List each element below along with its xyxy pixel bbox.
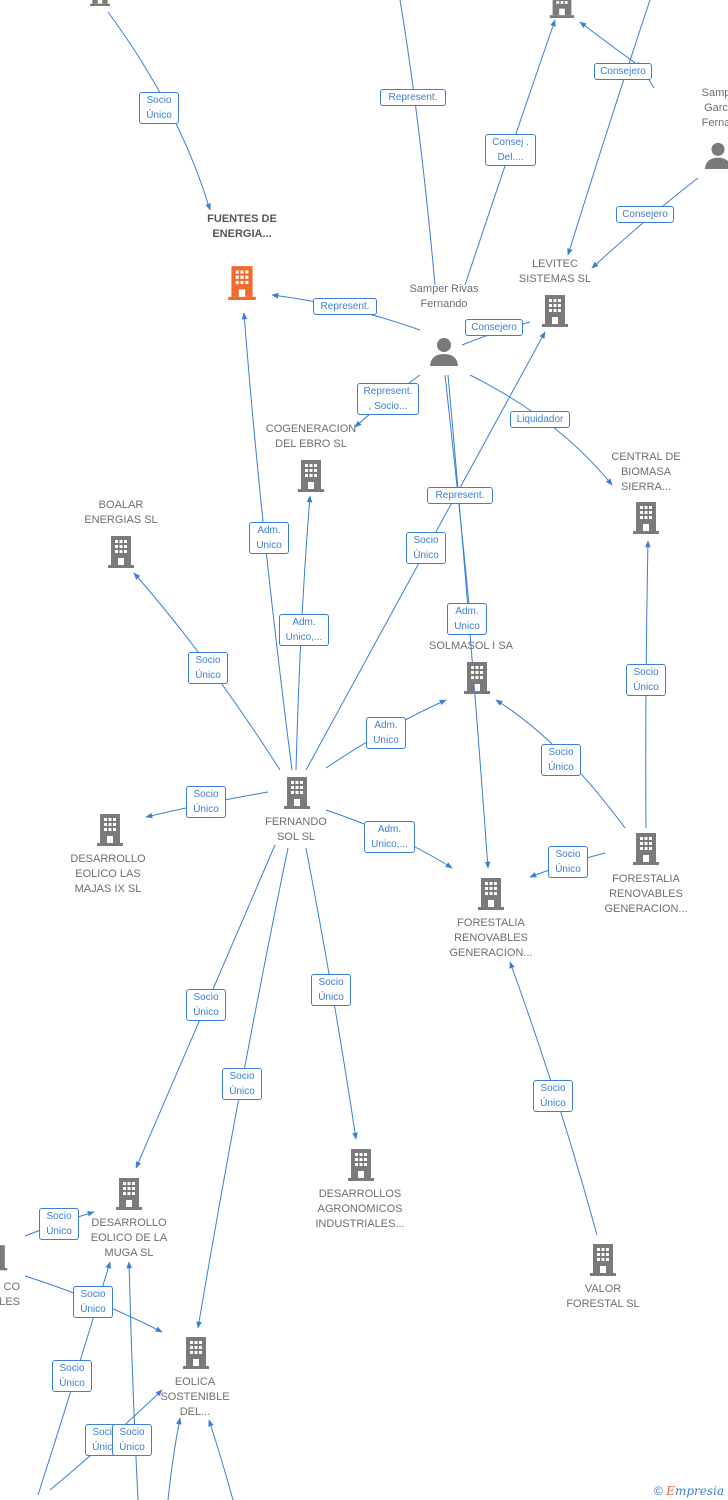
relation-label[interactable]: Consejero xyxy=(594,63,652,80)
relation-label[interactable]: Adm. Unico,... xyxy=(279,614,329,646)
copyright-symbol: © xyxy=(653,1484,663,1498)
building-icon xyxy=(284,777,310,809)
node-label: FORESTALIA RENOVABLES GENERACION... xyxy=(449,917,533,959)
relation-label[interactable]: Liquidador xyxy=(510,411,570,428)
relation-label[interactable]: Represent. xyxy=(380,89,446,106)
building-icon xyxy=(549,0,575,18)
relation-label[interactable]: Socio Único xyxy=(73,1286,113,1318)
node-label: CENTRAL DE BIOMASA SIERRA... xyxy=(611,451,681,493)
node-label: VALOR FORESTAL SL xyxy=(566,1283,640,1310)
relation-label[interactable]: Socio Único xyxy=(541,744,581,776)
relation-label[interactable]: Represent. , Socio... xyxy=(357,383,419,415)
relation-label[interactable]: Represent. xyxy=(427,487,493,504)
relation-label[interactable]: Consejero xyxy=(465,319,523,336)
node-label: CO BLES xyxy=(0,1281,20,1308)
relation-label[interactable]: Socio Único xyxy=(406,532,446,564)
building-icon xyxy=(90,0,110,6)
building-icon xyxy=(542,295,568,327)
building-icon xyxy=(97,814,123,846)
building-icon xyxy=(590,1244,616,1276)
node-label: LEVITEC SISTEMAS SL xyxy=(518,258,592,285)
building-icon xyxy=(116,1178,142,1210)
relation-label[interactable]: Adm. Unico xyxy=(366,717,406,749)
footer-brand: © Empresia xyxy=(654,1484,724,1498)
node-label: COGENERACION DEL EBRO SL xyxy=(265,423,357,450)
node-label: FUENTES DE ENERGIA... xyxy=(207,213,277,240)
relation-label[interactable]: Socio Único xyxy=(222,1068,262,1100)
relation-label[interactable]: Adm. Unico xyxy=(447,603,487,635)
person-icon xyxy=(430,338,458,366)
node-label: Samper Rivas Fernando xyxy=(409,283,479,310)
relation-label[interactable]: Adm. Unico xyxy=(249,522,289,554)
node-label: SOLMASOL I SA xyxy=(429,640,513,652)
relation-label[interactable]: Socio Único xyxy=(112,1424,152,1456)
relation-label[interactable]: Socio Único xyxy=(626,664,666,696)
node-label: DESARROLLO EOLICO DE LA MUGA SL xyxy=(90,1217,168,1259)
relation-label[interactable]: Socio Único xyxy=(39,1208,79,1240)
person-icon xyxy=(704,142,728,169)
relation-label[interactable]: Adm. Unico,... xyxy=(364,821,415,853)
building-icon xyxy=(0,1245,8,1271)
relation-label[interactable]: Socio Único xyxy=(311,974,351,1006)
relation-label[interactable]: Socio Único xyxy=(52,1360,92,1392)
node-label: Samp Garc Ferna xyxy=(701,87,728,129)
relation-label[interactable]: Socio Único xyxy=(186,786,226,818)
building-icon xyxy=(298,460,324,492)
relation-label[interactable]: Socio Único xyxy=(186,989,226,1021)
relation-label[interactable]: Socio Único xyxy=(188,652,228,684)
relation-label[interactable]: Socio Único xyxy=(139,92,179,124)
relation-label[interactable]: Socio Único xyxy=(548,846,588,878)
node-label: FORESTALIA RENOVABLES GENERACION... xyxy=(604,873,688,915)
building-icon xyxy=(633,502,659,534)
node-label: DESARROLLOS AGRONOMICOS INDUSTRIALES... xyxy=(315,1188,405,1230)
building-icon xyxy=(183,1337,209,1369)
brand-initial: E xyxy=(666,1484,675,1498)
node-label: DESARROLLO EOLICO LAS MAJAS IX SL xyxy=(70,853,146,895)
relation-label[interactable]: Represent. xyxy=(313,298,377,315)
building-icon xyxy=(348,1149,374,1181)
brand-name: mpresia xyxy=(674,1484,724,1498)
building-icon xyxy=(478,878,504,910)
building-icon xyxy=(464,662,490,694)
relation-label[interactable]: Socio Único xyxy=(533,1080,573,1112)
relation-label[interactable]: Consej . Del.... xyxy=(485,134,536,166)
node-label: BOALAR ENERGIAS SL xyxy=(84,499,158,526)
building-icon xyxy=(108,536,134,568)
building-icon xyxy=(633,833,659,865)
building-icon xyxy=(228,266,256,300)
node-label: FERNANDO SOL SL xyxy=(265,816,327,843)
node-label: EOLICA SOSTENIBLE DEL... xyxy=(160,1376,230,1418)
relation-label[interactable]: Consejero xyxy=(616,206,674,223)
